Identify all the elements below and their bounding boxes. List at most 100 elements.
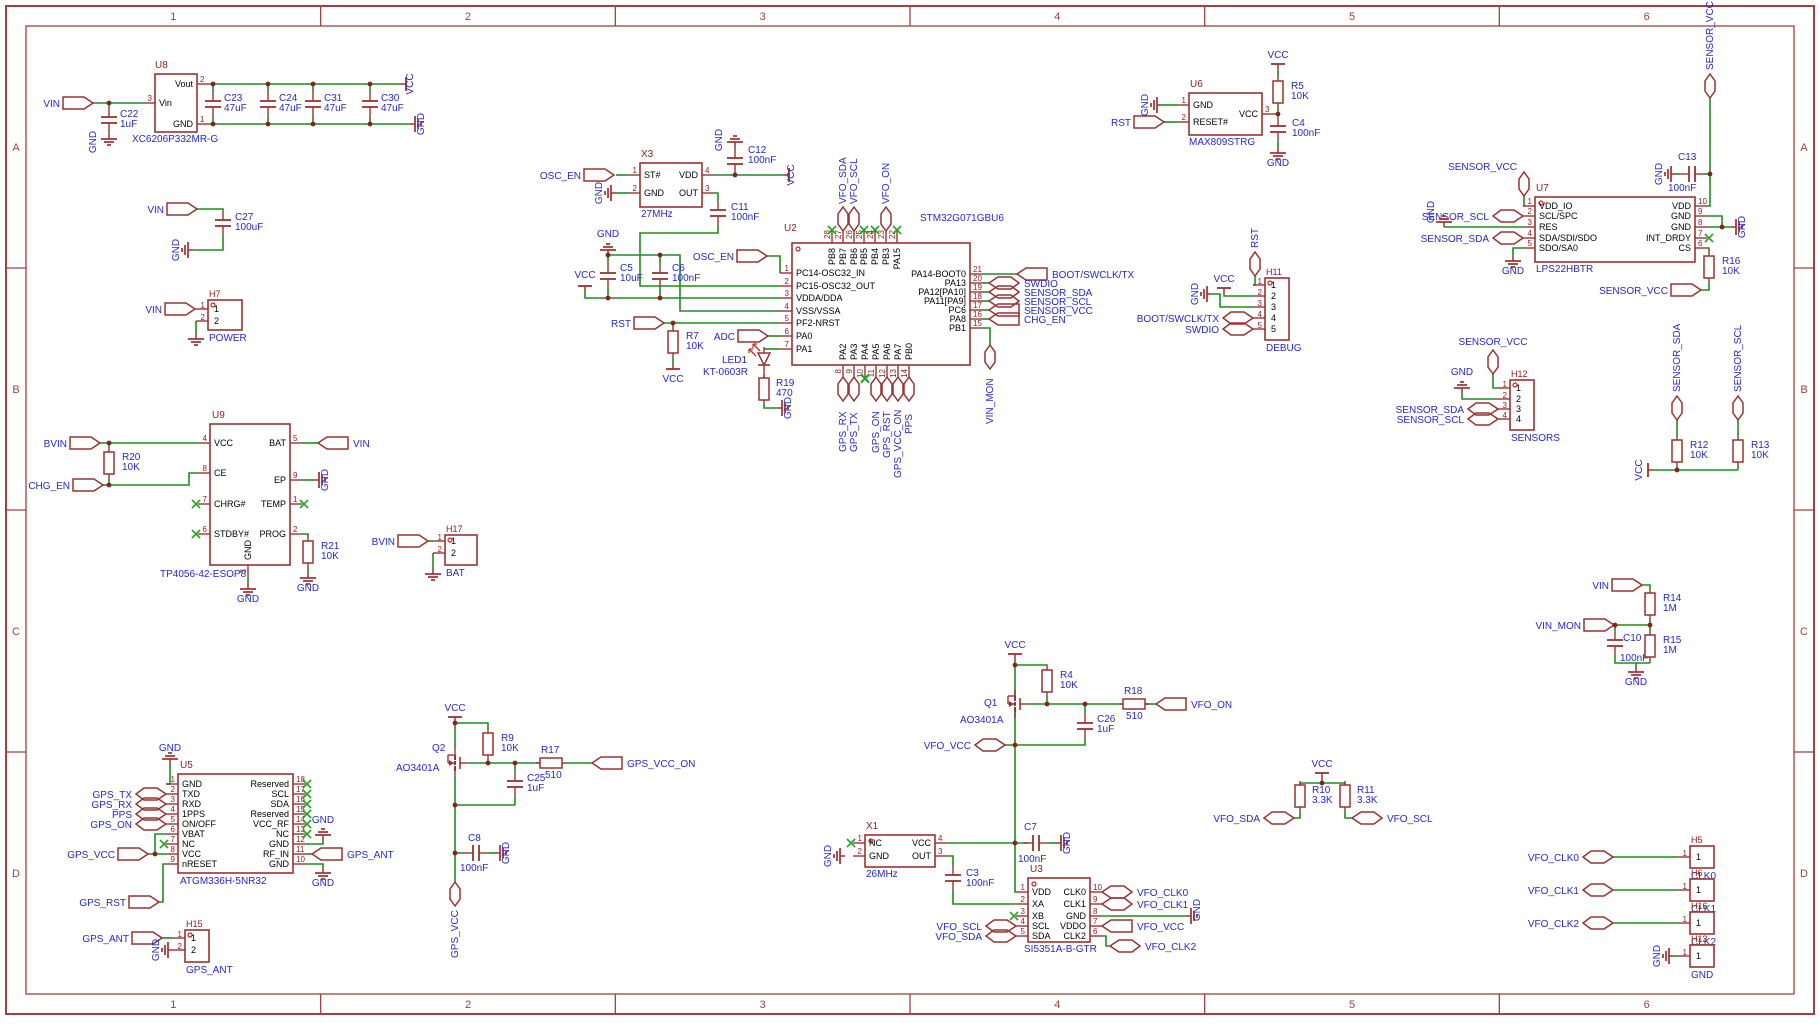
net-flag-VIN[interactable]: VIN: [145, 302, 197, 316]
net-flag-VIN[interactable]: VIN: [1592, 578, 1644, 592]
wire[interactable]: [193, 235, 224, 251]
net-flag-VFO_ON[interactable]: VFO_ON: [880, 163, 892, 233]
net-flag-VFO_VCC[interactable]: VFO_VCC: [1100, 919, 1184, 933]
gnd-symbol[interactable]: GND: [312, 815, 334, 840]
net-flag-ADC[interactable]: ADC: [714, 329, 770, 343]
wire[interactable]: [763, 404, 777, 409]
net-flag-GPS_VCC_ON[interactable]: GPS_VCC_ON: [892, 375, 904, 478]
gnd-symbol[interactable]: GND: [237, 584, 259, 605]
net-flag-GPS_VCC_ON[interactable]: GPS_VCC_ON: [590, 756, 695, 770]
wire[interactable]: [714, 192, 719, 201]
vcc-symbol[interactable]: VCC: [1213, 274, 1235, 294]
wire[interactable]: [584, 292, 780, 299]
net-flag-GPS_ON[interactable]: GPS_ON: [90, 817, 168, 831]
net-flag-VFO_SDA[interactable]: VFO_SDA: [935, 929, 1018, 943]
wire[interactable]: [302, 533, 309, 537]
net-flag-SWDIO[interactable]: SWDIO: [987, 276, 1058, 290]
wire[interactable]: [154, 833, 166, 854]
vcc-symbol[interactable]: VCC: [1634, 459, 1654, 481]
vcc-symbol[interactable]: VCC: [783, 164, 797, 186]
gnd-symbol[interactable]: GND: [88, 131, 117, 153]
net-flag-BOOT/SWCLK/TX[interactable]: BOOT/SWCLK/TX: [1137, 311, 1255, 325]
wire[interactable]: [639, 225, 780, 287]
wire[interactable]: [1707, 247, 1710, 252]
net-flag-GPS_VCC[interactable]: GPS_VCC: [449, 880, 461, 958]
net-flag-VFO_VCC[interactable]: VFO_VCC: [924, 738, 1007, 752]
wire[interactable]: [982, 327, 991, 345]
net-flag-SENSOR_SDA[interactable]: SENSOR_SDA: [1396, 402, 1500, 416]
wire[interactable]: [1015, 664, 1048, 666]
net-flag-VFO_CLK0[interactable]: VFO_CLK0: [1528, 850, 1615, 864]
wire[interactable]: [1523, 196, 1525, 207]
wire[interactable]: [1014, 709, 1016, 893]
wire[interactable]: [109, 472, 198, 486]
wire[interactable]: [608, 254, 780, 312]
net-flag-OSC_EN[interactable]: OSC_EN: [540, 168, 616, 182]
net-flag-VFO_CLK2[interactable]: VFO_CLK2: [1108, 939, 1197, 953]
wire[interactable]: [1461, 393, 1498, 400]
net-flag-BOOT/SWCLK/TX[interactable]: BOOT/SWCLK/TX: [1015, 267, 1135, 281]
gnd-symbol[interactable]: GND: [1625, 667, 1647, 688]
gnd-symbol[interactable]: GND: [495, 842, 512, 864]
gnd-symbol[interactable]: GND: [597, 229, 619, 255]
net-flag-VFO_ON[interactable]: VFO_ON: [1154, 697, 1232, 711]
wire[interactable]: [1642, 584, 1651, 589]
wire[interactable]: [1212, 293, 1253, 308]
gnd-symbol[interactable]: GND: [1652, 945, 1674, 967]
wire[interactable]: [1614, 655, 1650, 664]
net-flag-CHG_EN[interactable]: CHG_EN: [28, 478, 105, 492]
net-flag-GPS_ANT[interactable]: GPS_ANT: [82, 931, 164, 945]
wire[interactable]: [1344, 811, 1352, 819]
net-flag-GPS_ANT[interactable]: GPS_ANT: [310, 847, 394, 861]
wire[interactable]: [455, 722, 489, 729]
net-flag-GPS_RX[interactable]: GPS_RX: [91, 797, 168, 811]
net-flag-VIN_MON[interactable]: VIN_MON: [984, 343, 996, 424]
net-flag-VFO_SCL[interactable]: VFO_SCL: [936, 919, 1018, 933]
net-flag-VIN[interactable]: VIN: [147, 202, 199, 216]
net-flag-PPS[interactable]: PPS: [903, 375, 915, 434]
net-flag-VFO_SDA[interactable]: VFO_SDA: [1213, 811, 1296, 825]
vcc-symbol[interactable]: VCC: [1267, 50, 1289, 70]
gnd-symbol[interactable]: GND: [1426, 201, 1452, 227]
net-flag-VIN[interactable]: VIN: [43, 96, 95, 110]
gnd-symbol[interactable]: GND: [171, 239, 193, 261]
net-flag-GPS_ON[interactable]: GPS_ON: [870, 375, 882, 453]
gnd-symbol[interactable]: GND: [151, 939, 173, 961]
gnd-symbol[interactable]: [188, 334, 204, 346]
net-flag-CHG_EN[interactable]: CHG_EN: [987, 312, 1066, 326]
vcc-symbol[interactable]: VCC: [574, 270, 596, 292]
gnd-symbol[interactable]: GND: [1267, 148, 1289, 169]
gnd-symbol[interactable]: GND: [410, 113, 427, 135]
gnd-symbol[interactable]: [425, 569, 441, 581]
net-flag-VFO_CLK1[interactable]: VFO_CLK1: [1528, 883, 1615, 897]
net-flag-PPS[interactable]: PPS: [112, 807, 168, 821]
wire[interactable]: [1223, 294, 1253, 297]
net-flag-SENSOR_VCC[interactable]: SENSOR_VCC: [987, 303, 1093, 317]
net-flag-BVIN[interactable]: BVIN: [372, 534, 430, 548]
